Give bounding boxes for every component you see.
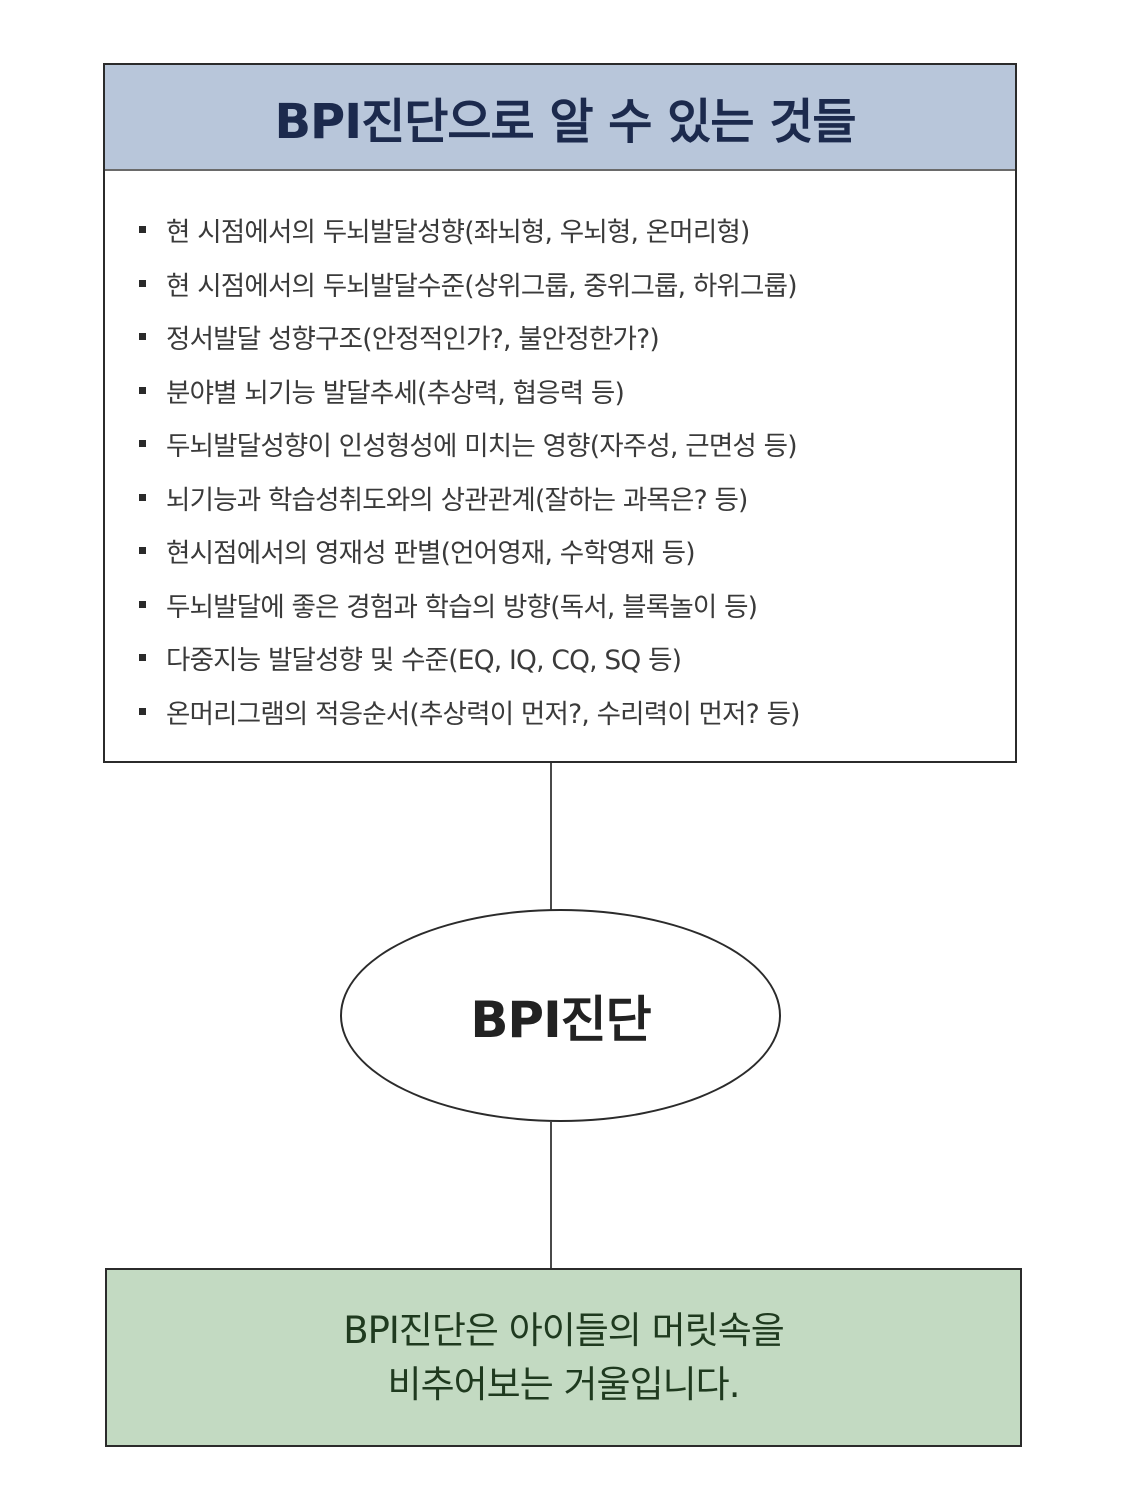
summary-line-2: 비추어보는 거울입니다. [387, 1362, 741, 1406]
square-bullet-icon [139, 440, 146, 448]
list-item: 온머리그램의 적응순서(추상력이 먼저?, 수리력이 먼저? 등) [139, 685, 989, 739]
features-header: BPI진단으로 알 수 있는 것들 [105, 65, 1015, 171]
list-item: 두뇌발달에 좋은 경험과 학습의 방향(독서, 블록놀이 등) [139, 578, 989, 632]
summary-box: BPI진단은 아이들의 머릿속을 비추어보는 거울입니다. [105, 1268, 1022, 1447]
list-item-text: 정서발달 성향구조(안정적인가?, 불안정한가?) [166, 324, 660, 356]
square-bullet-icon [139, 654, 146, 662]
list-item-text: 현시점에서의 영재성 판별(언어영재, 수학영재 등) [166, 538, 696, 570]
list-item: 정서발달 성향구조(안정적인가?, 불안정한가?) [139, 310, 989, 364]
list-item: 뇌기능과 학습성취도와의 상관관계(잘하는 과목은? 등) [139, 471, 989, 525]
features-title: BPI진단으로 알 수 있는 것들 [274, 94, 856, 150]
list-item-text: 온머리그램의 적응순서(추상력이 먼저?, 수리력이 먼저? 등) [166, 698, 801, 730]
connector-line-top [550, 763, 552, 910]
features-box: BPI진단으로 알 수 있는 것들 현 시점에서의 두뇌발달성향(좌뇌형, 우뇌… [103, 63, 1017, 763]
list-item-text: 두뇌발달성향이 인성형성에 미치는 영향(자주성, 근면성 등) [166, 431, 798, 463]
center-ellipse: BPI진단 [340, 909, 781, 1122]
list-item: 현시점에서의 영재성 판별(언어영재, 수학영재 등) [139, 524, 989, 578]
square-bullet-icon [139, 600, 146, 608]
square-bullet-icon [139, 707, 146, 715]
list-item: 현 시점에서의 두뇌발달성향(좌뇌형, 우뇌형, 온머리형) [139, 203, 989, 257]
list-item-text: 분야별 뇌기능 발달추세(추상력, 협응력 등) [166, 377, 625, 409]
list-item: 분야별 뇌기능 발달추세(추상력, 협응력 등) [139, 364, 989, 418]
list-item-text: 현 시점에서의 두뇌발달수준(상위그룹, 중위그룹, 하위그룹) [166, 270, 798, 302]
list-item-text: 다중지능 발달성향 및 수준(EQ, IQ, CQ, SQ 등) [166, 645, 682, 677]
summary-line-1: BPI진단은 아이들의 머릿속을 [343, 1308, 785, 1352]
list-item-text: 뇌기능과 학습성취도와의 상관관계(잘하는 과목은? 등) [166, 484, 748, 516]
square-bullet-icon [139, 547, 146, 555]
list-item: 다중지능 발달성향 및 수준(EQ, IQ, CQ, SQ 등) [139, 631, 989, 685]
center-label: BPI진단 [470, 990, 651, 1049]
square-bullet-icon [139, 386, 146, 394]
list-item: 두뇌발달성향이 인성형성에 미치는 영향(자주성, 근면성 등) [139, 417, 989, 471]
square-bullet-icon [139, 333, 146, 341]
square-bullet-icon [139, 226, 146, 234]
square-bullet-icon [139, 493, 146, 501]
list-item-text: 현 시점에서의 두뇌발달성향(좌뇌형, 우뇌형, 온머리형) [166, 217, 750, 249]
features-list: 현 시점에서의 두뇌발달성향(좌뇌형, 우뇌형, 온머리형) 현 시점에서의 두… [139, 203, 989, 738]
square-bullet-icon [139, 279, 146, 287]
list-item-text: 두뇌발달에 좋은 경험과 학습의 방향(독서, 블록놀이 등) [166, 591, 758, 623]
list-item: 현 시점에서의 두뇌발달수준(상위그룹, 중위그룹, 하위그룹) [139, 257, 989, 311]
connector-line-bottom [550, 1122, 552, 1270]
